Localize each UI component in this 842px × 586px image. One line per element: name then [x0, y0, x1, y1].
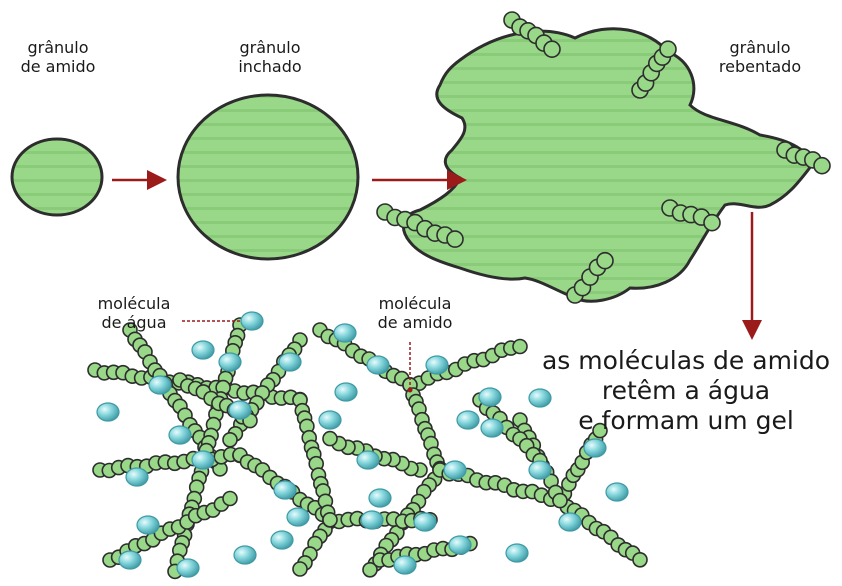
water-molecule-33 — [506, 544, 528, 562]
water-molecule-10 — [426, 356, 448, 374]
swollen-label-line2: inchado — [215, 57, 325, 76]
water-molecule-37 — [119, 551, 141, 569]
starch-leader-dot — [408, 388, 413, 393]
water-molecule-7 — [229, 401, 251, 419]
water-molecule-27 — [606, 483, 628, 501]
water-molecule-15 — [457, 411, 479, 429]
water-molecule-34 — [449, 536, 471, 554]
water-molecule-29 — [559, 513, 581, 531]
water-molecule-9 — [367, 356, 389, 374]
water-molecule-36 — [177, 559, 199, 577]
starch-molecule-label-line2: de amido — [360, 313, 470, 332]
water-molecule-11 — [335, 383, 357, 401]
water-molecule-1 — [192, 341, 214, 359]
water-molecule-16 — [481, 419, 503, 437]
water-molecule-0 — [241, 312, 263, 330]
water-molecule-8 — [279, 353, 301, 371]
burst-label-line2: rebentado — [700, 57, 820, 76]
water-molecule-12 — [319, 411, 341, 429]
starch-granule — [12, 139, 102, 215]
water-molecule-25 — [369, 489, 391, 507]
starch-molecule-label: molécula de amido — [360, 294, 470, 332]
gel-caption: as moléculas de amido retêm a água e for… — [536, 346, 836, 436]
water-molecule-4 — [149, 376, 171, 394]
water-molecule-26 — [529, 461, 551, 479]
water-molecule-17 — [584, 439, 606, 457]
swollen-label-line1: grânulo — [215, 38, 325, 57]
water-molecule-6 — [97, 403, 119, 421]
water-molecule-2 — [334, 324, 356, 342]
gel-strand-4 — [313, 323, 417, 392]
water-molecule-28 — [361, 511, 383, 529]
water-molecule-24 — [444, 461, 466, 479]
water-molecule-13 — [479, 388, 501, 406]
water-molecule-18 — [357, 451, 379, 469]
water-molecule-23 — [287, 508, 309, 526]
swollen-granule — [178, 95, 358, 259]
water-molecule-5 — [169, 426, 191, 444]
water-molecule-32 — [234, 546, 256, 564]
starch-molecule-label-line1: molécula — [360, 294, 470, 313]
granule-label-line1: grânulo — [8, 38, 108, 57]
water-molecule-3 — [219, 353, 241, 371]
gel-caption-line2: retêm a água — [536, 376, 836, 406]
water-molecule-19 — [192, 451, 214, 469]
water-molecule-label-line2: de água — [84, 313, 184, 332]
gel-strand-5 — [403, 340, 527, 393]
water-molecule-30 — [414, 513, 436, 531]
water-molecule-22 — [274, 481, 296, 499]
gel-caption-line3: e formam um gel — [536, 406, 836, 436]
granule-label: grânulo de amido — [8, 38, 108, 76]
water-molecule-35 — [394, 556, 416, 574]
water-molecule-label-line1: molécula — [84, 294, 184, 313]
burst-label-line1: grânulo — [700, 38, 820, 57]
swollen-label: grânulo inchado — [215, 38, 325, 76]
gel-caption-line1: as moléculas de amido — [536, 346, 836, 376]
water-molecule-label: molécula de água — [84, 294, 184, 332]
burst-label: grânulo rebentado — [700, 38, 820, 76]
water-molecule-20 — [137, 516, 159, 534]
water-molecule-21 — [126, 468, 148, 486]
granule-label-line2: de amido — [8, 57, 108, 76]
water-molecule-31 — [271, 531, 293, 549]
